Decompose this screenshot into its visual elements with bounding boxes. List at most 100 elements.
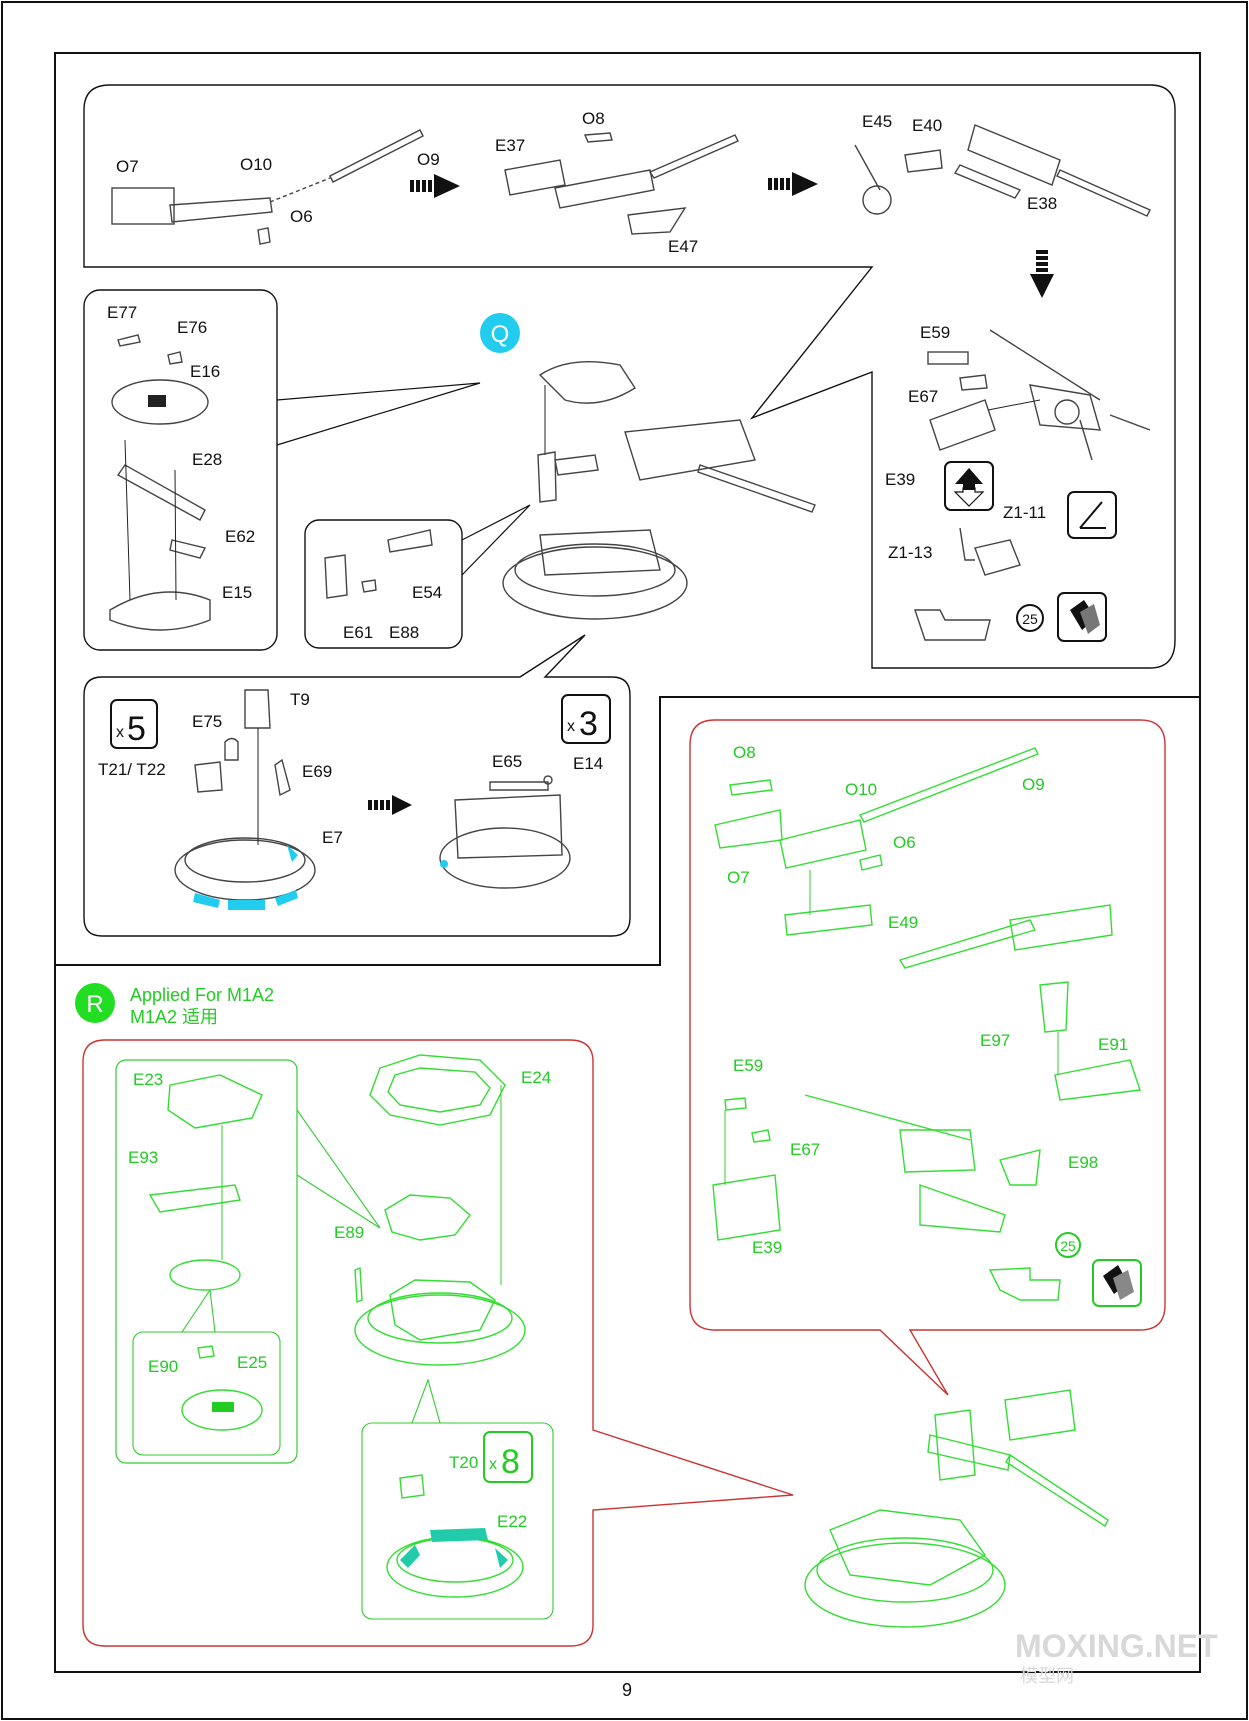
- gun-drawing-3: [854, 124, 1151, 217]
- m1a2-label-e23: E23: [133, 1070, 163, 1089]
- label-z1-13: Z1-13: [888, 543, 932, 562]
- flip-symbol-icon: [944, 461, 994, 511]
- watermark-text: MOXING.NET: [1015, 1628, 1218, 1664]
- label-e40: E40: [912, 116, 942, 135]
- label-e28: E28: [192, 450, 222, 469]
- label-e14: E14: [573, 754, 603, 773]
- step-r-title-en: Applied For M1A2: [130, 985, 274, 1005]
- m1a2-hatch-drawing: [148, 1074, 263, 1431]
- hatch-drawing: [109, 334, 211, 631]
- m1a2-gun-drawing-2: [898, 904, 1141, 1101]
- m1a2-label-e22: E22: [497, 1512, 527, 1531]
- svg-text:5: 5: [127, 710, 146, 748]
- m1a2-label-e49: E49: [888, 913, 918, 932]
- label-o10: O10: [240, 155, 272, 174]
- label-e61: E61: [343, 623, 373, 642]
- label-e62: E62: [225, 527, 255, 546]
- reference-25-icon: [1016, 604, 1044, 632]
- m1a2-label-e89: E89: [334, 1223, 364, 1242]
- step-q-letter: Q: [491, 321, 510, 348]
- m1a2-label-t20: T20: [449, 1453, 478, 1472]
- step-q-marker: [480, 313, 520, 353]
- content-border: [54, 52, 1201, 1673]
- label-e39: E39: [885, 470, 915, 489]
- m1a2-gun-panel: [689, 719, 1166, 1396]
- svg-text:8: 8: [501, 1443, 520, 1481]
- process-arrow-1: [410, 174, 460, 198]
- process-arrow-down: [1030, 250, 1054, 298]
- process-arrow-3: [368, 795, 412, 815]
- label-e38: E38: [1027, 194, 1057, 213]
- m1a2-label-o8: O8: [733, 743, 756, 762]
- step-q: Q: [83, 84, 1176, 937]
- ring-drawing-2: [439, 775, 571, 889]
- label-e77: E77: [107, 303, 137, 322]
- label-o9: O9: [417, 150, 440, 169]
- watermark-subtext: 模型网: [1020, 1666, 1074, 1687]
- m1a2-inner-hatch-panel: [132, 1331, 281, 1456]
- label-e37: E37: [495, 136, 525, 155]
- m1a2-decal-sheet-icon: [1092, 1259, 1142, 1307]
- m1a2-reference-25-icon: [1055, 1232, 1081, 1258]
- turret-drawing: [502, 361, 816, 620]
- label-e47: E47: [668, 237, 698, 256]
- z1-parts-drawing: [959, 527, 1021, 576]
- label-e88: E88: [389, 623, 419, 642]
- m1a2-label-o7: O7: [727, 868, 750, 887]
- m1a2-decal-drawing: [988, 1232, 1142, 1307]
- section-divider: [55, 696, 1200, 966]
- m1a2-label-e93: E93: [128, 1148, 158, 1167]
- multiplier-x8-badge: x 8: [483, 1431, 533, 1483]
- m1a2-label-e24: E24: [521, 1068, 551, 1087]
- m1a2-ring-drawing: [386, 1474, 524, 1598]
- gun-mount-drawing: [927, 329, 1151, 461]
- m1a2-gun-drawing-1: [714, 747, 1039, 936]
- label-e15: E15: [222, 583, 252, 602]
- step-r-letter: R: [86, 991, 103, 1018]
- m1a2-gun-drawing-3: [712, 1094, 1041, 1241]
- decal-drawing: [914, 592, 1107, 642]
- gun-drawing-1: [111, 129, 424, 245]
- m1a2-label-o10: O10: [845, 780, 877, 799]
- m1a2-label-e59: E59: [733, 1056, 763, 1075]
- ring-panel: [83, 634, 631, 937]
- label-o6: O6: [290, 207, 313, 226]
- m1a2-label-e98: E98: [1068, 1153, 1098, 1172]
- handle-drawing: [324, 529, 433, 599]
- gun-drawing-2: [504, 132, 739, 235]
- page-number: 9: [622, 1680, 632, 1700]
- m1a2-label-e97: E97: [980, 1031, 1010, 1050]
- m1a2-label-ref-25: 25: [1060, 1238, 1076, 1254]
- label-e59: E59: [920, 323, 950, 342]
- hatch-panel: [83, 289, 278, 651]
- multiplier-x5-badge: x 5: [110, 699, 158, 749]
- m1a2-label-o9: O9: [1022, 775, 1045, 794]
- handle-panel: [304, 519, 463, 649]
- label-e7: E7: [322, 828, 343, 847]
- m1a2-assembled-cupola: [804, 1389, 1109, 1628]
- label-t21-t22: T21/ T22: [98, 760, 166, 779]
- label-e65: E65: [492, 752, 522, 771]
- m1a2-label-e67: E67: [790, 1140, 820, 1159]
- m1a2-cupola-drawing: [354, 1054, 526, 1366]
- ring-drawing-1: [174, 689, 316, 910]
- label-e16: E16: [190, 362, 220, 381]
- gun-assembly-panel: [83, 84, 1176, 669]
- step-r-title-cn: M1A2 适用: [130, 1007, 218, 1027]
- svg-text:x: x: [567, 718, 575, 735]
- label-e45: E45: [862, 112, 892, 131]
- svg-text:x: x: [489, 1456, 497, 1473]
- svg-text:x: x: [116, 724, 124, 741]
- label-e67: E67: [908, 387, 938, 406]
- m1a2-label-e39: E39: [752, 1238, 782, 1257]
- process-arrow-2: [768, 172, 818, 196]
- m1a2-hatch-panel: [115, 1059, 298, 1464]
- label-o7: O7: [116, 157, 139, 176]
- label-z1-11: Z1-11: [1003, 503, 1046, 522]
- m1a2-label-e91: E91: [1098, 1035, 1128, 1054]
- label-e69: E69: [302, 762, 332, 781]
- m1a2-label-e90: E90: [148, 1357, 178, 1376]
- m1a2-label-o6: O6: [893, 833, 916, 852]
